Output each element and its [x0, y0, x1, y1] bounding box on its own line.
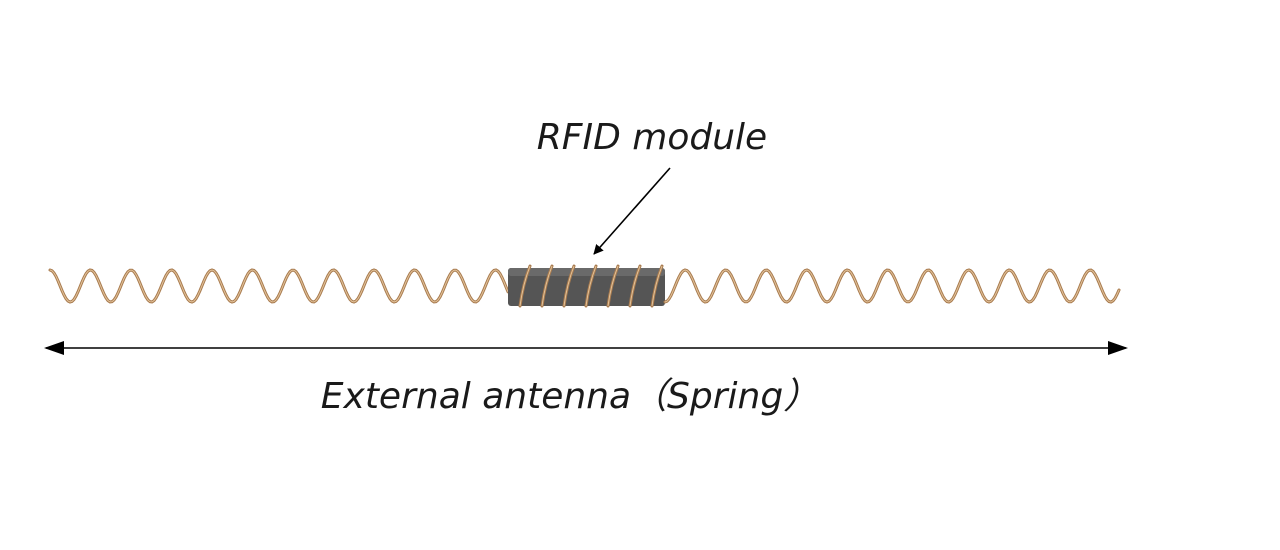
spring-left-wire-light: [49, 269, 509, 303]
spring-left: [48, 268, 510, 304]
spring-right: [663, 268, 1121, 304]
module-coil-highlight: [651, 265, 663, 307]
rfid-module-shade: [508, 268, 665, 276]
module-coil-highlight: [563, 265, 575, 307]
spring-right-wire-dark: [663, 268, 1121, 304]
module-coil-highlight: [519, 265, 531, 307]
module-label: RFID module: [537, 117, 767, 158]
module-coil-highlight: [541, 265, 553, 307]
spring-right-wire-light: [664, 269, 1120, 303]
antenna-label: External antenna（Spring）: [321, 376, 819, 417]
module-pointer-arrow: [593, 167, 671, 255]
module-coil-highlight: [607, 265, 619, 307]
module-coil-highlight: [585, 265, 597, 307]
module-coil-highlight: [629, 265, 641, 307]
module-coils: [518, 264, 664, 308]
